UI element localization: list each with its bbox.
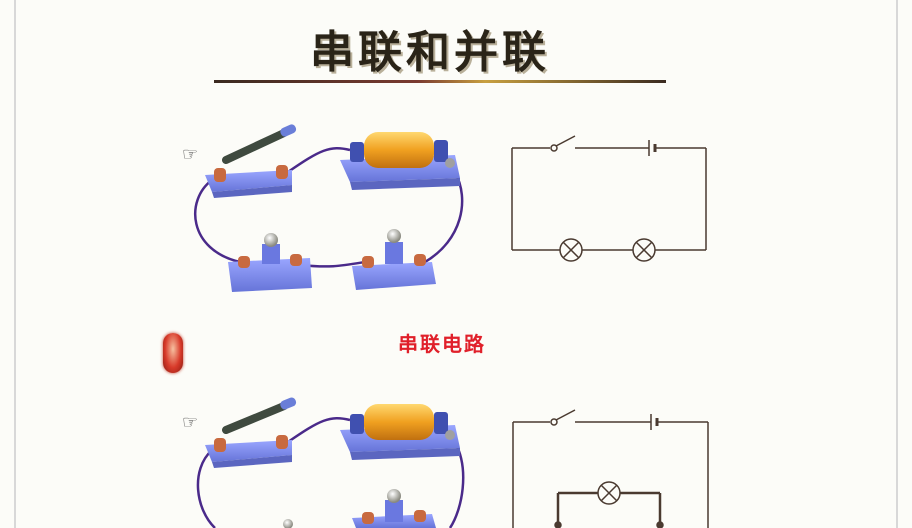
lamp-holder [352, 229, 436, 290]
wire [287, 416, 351, 444]
series-apparatus: ☞ [182, 124, 464, 292]
battery [340, 404, 460, 460]
parallel-apparatus: ☞ [182, 397, 465, 528]
red-oval-badge-icon [163, 333, 183, 373]
series-schematic [511, 135, 707, 262]
title-underline [214, 80, 666, 83]
right-edge-line [896, 0, 898, 528]
knife-switch [205, 124, 297, 198]
series-circuit-caption: 串联电路 [398, 332, 486, 356]
left-edge-line [14, 0, 16, 528]
parallel-schematic [512, 409, 709, 528]
slide-title: 串联和并联 [310, 27, 550, 78]
wire [194, 178, 241, 264]
battery [340, 132, 460, 190]
wire [196, 449, 216, 528]
wire [287, 146, 351, 174]
hand-pointer-icon: ☞ [182, 412, 198, 433]
lamp-holder [228, 233, 312, 292]
lamp-bulb [283, 519, 293, 528]
hand-pointer-icon: ☞ [182, 144, 198, 165]
lamp-holder [352, 489, 436, 528]
knife-switch [205, 397, 297, 468]
